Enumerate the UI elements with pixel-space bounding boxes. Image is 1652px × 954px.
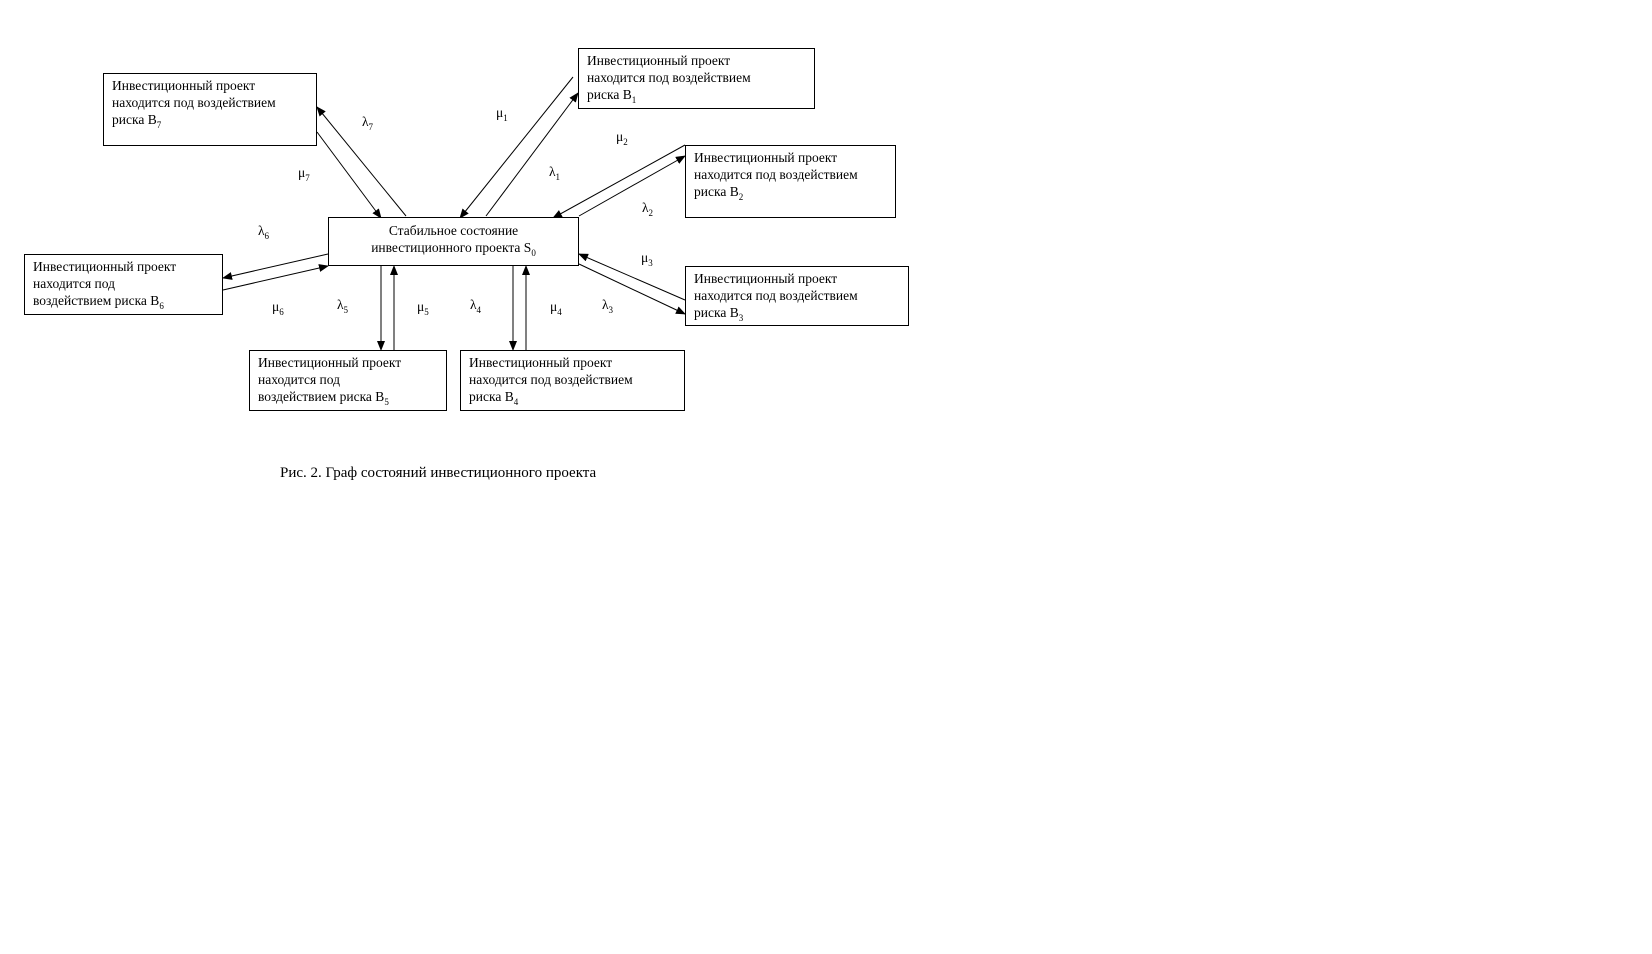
- state-b3-box: Инвестиционный проект находится под возд…: [685, 266, 909, 326]
- state-b5-line3: воздействием риска B5: [258, 389, 389, 407]
- state-b4-line3: риска B4: [469, 389, 519, 407]
- label-mu3: μ3: [641, 250, 653, 269]
- edge-s0-to-b7: [316, 106, 407, 217]
- edge-s0-to-b2: [578, 155, 686, 217]
- state-b5-line1: Инвестиционный проект: [258, 355, 402, 370]
- edge-b1-to-s0: [459, 76, 574, 219]
- label-mu6: μ6: [272, 299, 284, 318]
- state-b5-box: Инвестиционный проект находится под возд…: [249, 350, 447, 411]
- state-s0-box: Стабильное состояние инвестиционного про…: [328, 217, 579, 266]
- edge-b2-to-s0: [552, 144, 686, 219]
- state-b6-line1: Инвестиционный проект: [33, 259, 177, 274]
- state-b5-line2: находится под: [258, 372, 341, 387]
- state-b6-box: Инвестиционный проект находится под возд…: [24, 254, 223, 315]
- edge-b7-to-s0: [316, 131, 382, 219]
- label-mu4: μ4: [550, 299, 562, 318]
- label-lambda1: λ1: [549, 164, 561, 183]
- state-b3-line2: находится под воздействием: [694, 288, 858, 303]
- state-b3-line3: риска B3: [694, 305, 744, 323]
- state-b3-line1: Инвестиционный проект: [694, 271, 838, 286]
- edge-b3-to-s0: [578, 253, 686, 301]
- label-lambda6: λ6: [258, 223, 270, 242]
- label-lambda3: λ3: [602, 297, 614, 316]
- state-s0-line2: инвестиционного проекта S0: [371, 240, 536, 258]
- state-b7-box: Инвестиционный проект находится под возд…: [103, 73, 317, 146]
- edge-b6-to-s0: [222, 264, 329, 291]
- state-b7-line1: Инвестиционный проект: [112, 78, 256, 93]
- edge-s0-to-b3: [578, 263, 686, 315]
- state-b6-line2: находится под: [33, 276, 116, 291]
- label-lambda7: λ7: [362, 114, 374, 133]
- edge-s0-to-b1: [485, 92, 579, 217]
- state-b2-line1: Инвестиционный проект: [694, 150, 838, 165]
- figure-caption: Рис. 2. Граф состояний инвестиционного п…: [280, 465, 597, 481]
- label-lambda5: λ5: [337, 297, 349, 316]
- state-b7-line2: находится под воздействием: [112, 95, 276, 110]
- state-b2-line3: риска B2: [694, 184, 744, 202]
- label-mu2: μ2: [616, 129, 628, 148]
- label-mu7: μ7: [298, 165, 310, 184]
- state-b6-line3: воздействием риска B6: [33, 293, 164, 311]
- state-s0-line1: Стабильное состояние: [388, 223, 519, 238]
- state-b1-line2: находится под воздействием: [587, 70, 751, 85]
- state-b1-line3: риска B1: [587, 87, 637, 105]
- state-b4-line1: Инвестиционный проект: [469, 355, 613, 370]
- state-b2-line2: находится под воздействием: [694, 167, 858, 182]
- label-mu5: μ5: [417, 299, 429, 318]
- state-b7-line3: риска B7: [112, 112, 162, 130]
- label-lambda4: λ4: [470, 297, 482, 316]
- state-b1-line1: Инвестиционный проект: [587, 53, 731, 68]
- state-b4-line2: находится под воздействием: [469, 372, 633, 387]
- edge-s0-to-b6: [222, 253, 329, 280]
- state-b2-box: Инвестиционный проект находится под возд…: [685, 145, 896, 218]
- state-b1-box: Инвестиционный проект находится под возд…: [578, 48, 815, 109]
- label-mu1: μ1: [496, 105, 508, 124]
- label-lambda2: λ2: [642, 200, 654, 219]
- state-b4-box: Инвестиционный проект находится под возд…: [460, 350, 685, 411]
